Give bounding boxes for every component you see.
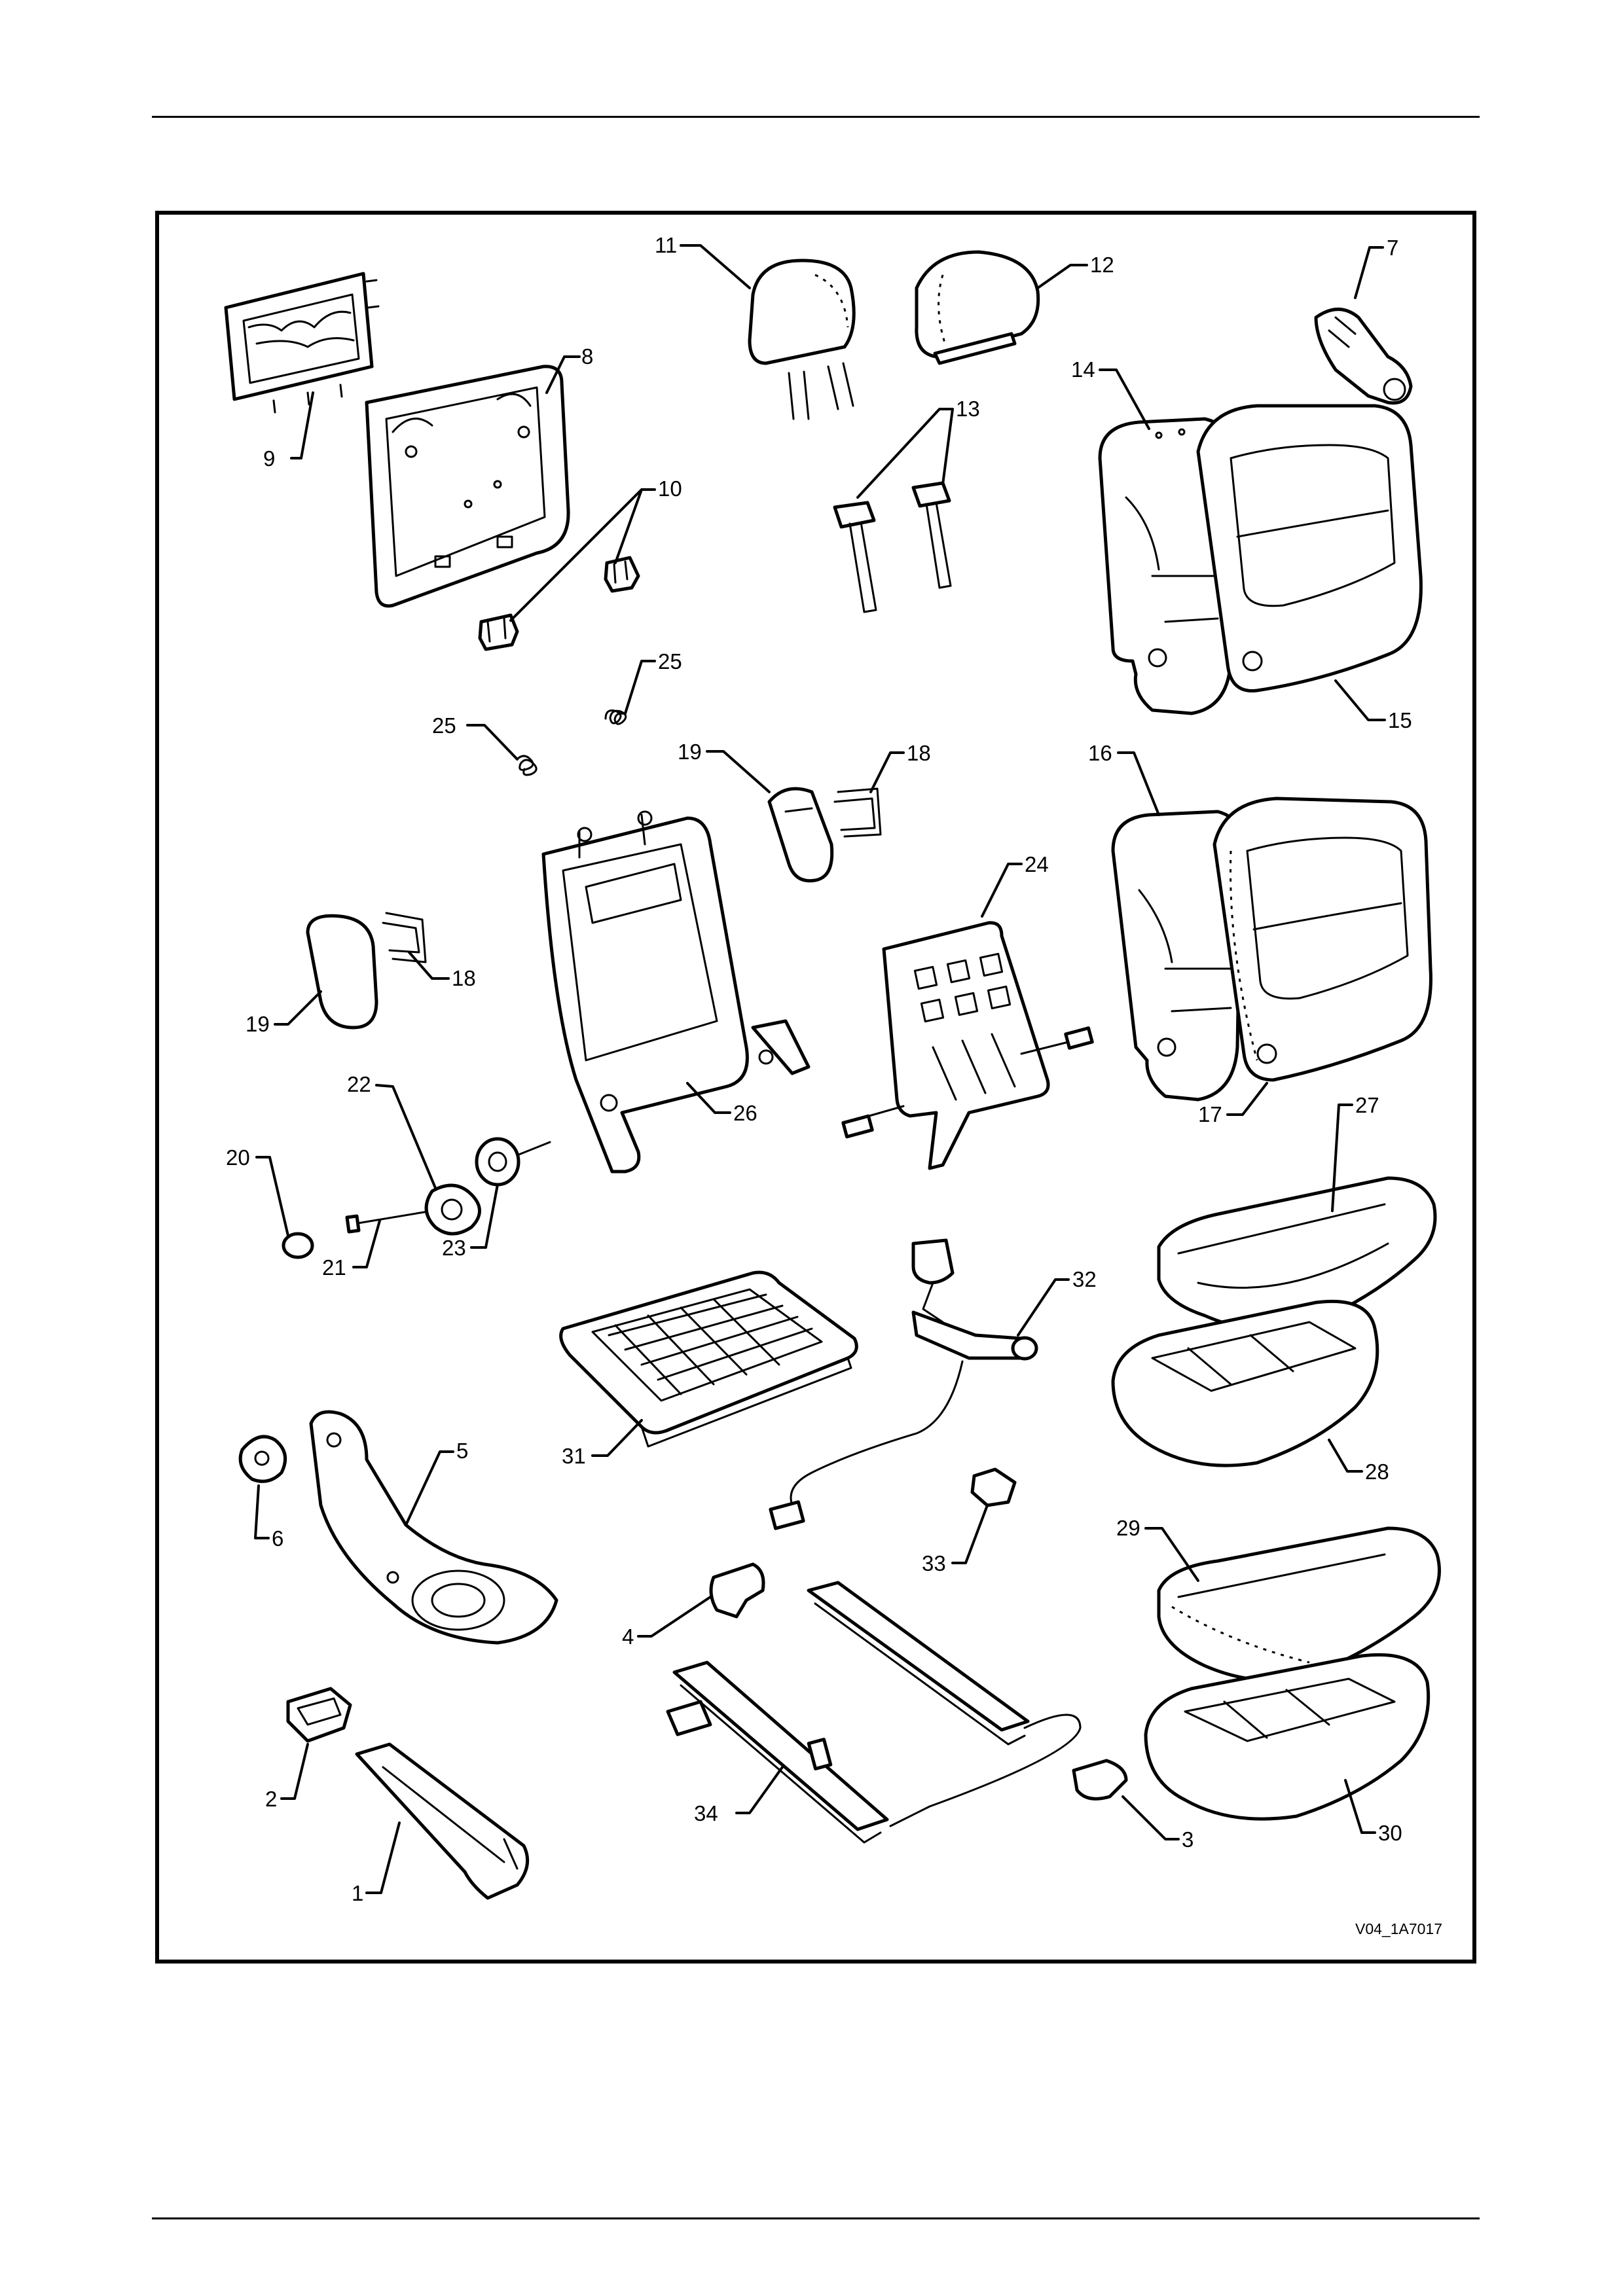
part-11-headrest	[750, 260, 854, 419]
callout-23: 23	[442, 1236, 466, 1260]
callout-14: 14	[1071, 357, 1095, 382]
part-5-side-shield	[311, 1412, 556, 1643]
part-19-pad-upper	[769, 789, 832, 881]
callout-17: 17	[1198, 1102, 1222, 1126]
callout-16: 16	[1088, 741, 1112, 765]
callout-3: 3	[1182, 1827, 1194, 1852]
part-22-handwheel	[426, 1185, 479, 1234]
callout-24: 24	[1025, 852, 1049, 876]
part-19-pad-lower	[308, 916, 376, 1028]
callout-32: 32	[1072, 1267, 1097, 1291]
part-31-seat-cushion-frame	[561, 1272, 857, 1446]
callout-1: 1	[352, 1881, 363, 1905]
callout-30: 30	[1378, 1821, 1402, 1845]
callout-19a: 19	[678, 740, 702, 764]
callout-28: 28	[1365, 1460, 1389, 1484]
callout-19b: 19	[246, 1012, 270, 1036]
part-20-cap	[283, 1234, 312, 1257]
part-18-u-clip-lower	[383, 913, 426, 962]
callout-13: 13	[956, 397, 980, 421]
part-30-seat-cushion-pad	[1146, 1655, 1429, 1819]
callout-2: 2	[265, 1787, 277, 1811]
part-26-backrest-frame	[543, 812, 809, 1172]
callout-6: 6	[272, 1526, 283, 1551]
callout-12: 12	[1090, 253, 1114, 277]
part-18-u-clip-upper	[835, 789, 881, 836]
callout-26: 26	[733, 1101, 757, 1125]
callout-22: 22	[347, 1072, 371, 1096]
callout-11: 11	[655, 233, 677, 257]
figure-reference: V04_1A7017	[1355, 1920, 1442, 1937]
callout-21: 21	[322, 1255, 346, 1280]
part-7-lever	[1316, 310, 1411, 403]
part-15-backrest-pad	[1198, 406, 1421, 691]
part-8-backrest-back-cover	[367, 367, 568, 606]
callout-10: 10	[658, 476, 682, 501]
callout-34: 34	[694, 1801, 718, 1825]
part-2-switch	[288, 1689, 350, 1741]
part-12-headrest-cover	[917, 252, 1038, 363]
callout-31: 31	[562, 1444, 586, 1468]
callout-18a: 18	[907, 741, 931, 765]
callout-8: 8	[581, 344, 593, 368]
part-1-trim	[357, 1744, 528, 1898]
callout-29: 29	[1116, 1516, 1140, 1540]
callout-7: 7	[1387, 236, 1398, 260]
part-4-end-cover	[711, 1564, 763, 1617]
callout-27: 27	[1355, 1093, 1379, 1117]
callout-20: 20	[226, 1145, 250, 1170]
callout-33: 33	[922, 1551, 946, 1575]
callout-18b: 18	[452, 966, 476, 990]
part-23-washer	[477, 1139, 550, 1185]
part-34-seat-rails	[668, 1583, 1080, 1842]
callout-15: 15	[1388, 708, 1412, 732]
callout-9: 9	[263, 446, 275, 471]
part-33-clip	[972, 1469, 1015, 1505]
part-9-backrest-rear-panel	[226, 274, 378, 412]
callout-4: 4	[622, 1624, 634, 1649]
part-17-backrest-pad	[1214, 798, 1431, 1080]
part-25-springs	[517, 711, 626, 776]
part-21-bolt	[347, 1211, 432, 1232]
part-6-knob	[240, 1437, 285, 1481]
part-3-end-cap	[1074, 1761, 1126, 1799]
part-24-lumbar-plate	[843, 923, 1092, 1168]
callout-25b: 25	[432, 713, 456, 738]
part-13-headrest-guides	[835, 483, 951, 612]
callout-5: 5	[456, 1439, 468, 1463]
part-28-seat-cushion-pad	[1113, 1301, 1377, 1465]
callout-25a: 25	[658, 649, 682, 673]
